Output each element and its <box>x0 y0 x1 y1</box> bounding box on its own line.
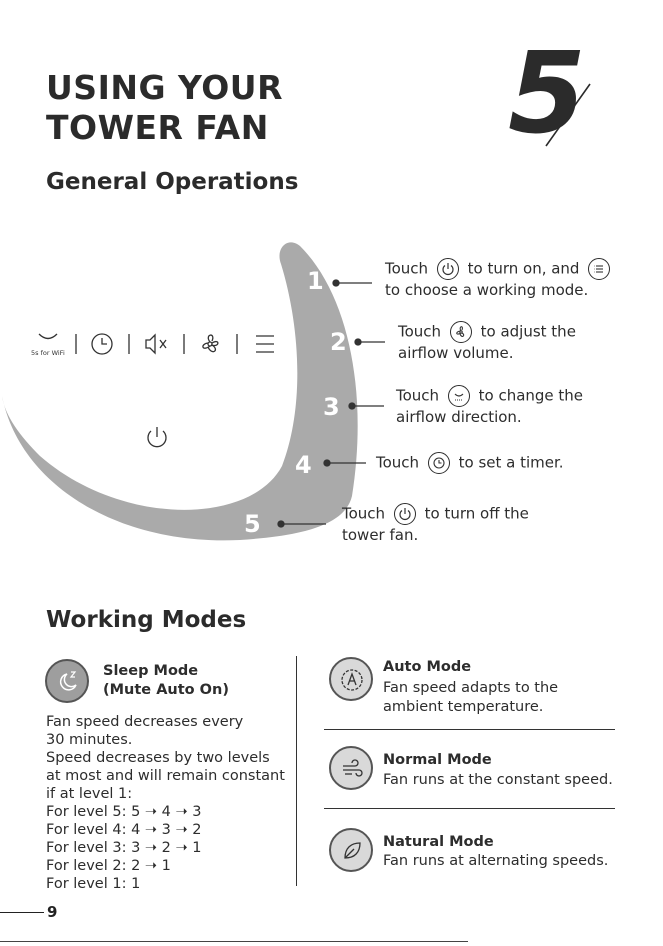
bottom-rule <box>0 941 468 942</box>
divider <box>324 729 615 730</box>
sleep-mode-icon <box>45 659 89 703</box>
arc-number-5: 5 <box>244 510 261 538</box>
arc-number-4: 4 <box>295 451 312 479</box>
auto-mode-icon <box>329 657 373 701</box>
auto-mode-description: Fan speed adapts to the ambient temperat… <box>383 680 559 715</box>
normal-mode-icon <box>329 746 373 790</box>
natural-mode-title: Natural Mode <box>383 834 494 850</box>
menu-icon <box>588 258 611 280</box>
arc-number-2: 2 <box>330 328 347 356</box>
natural-mode-icon <box>329 828 373 872</box>
natural-mode-description: Fan runs at alternating speeds. <box>383 853 609 869</box>
panel-wifi-group: 5s for WiFi <box>28 331 68 361</box>
power-icon <box>393 503 416 525</box>
chapter-slash <box>545 83 591 147</box>
leader-lines <box>277 279 385 528</box>
oscillate-icon <box>38 333 58 340</box>
step-1-callout: Touch to turn on, and to choose a workin… <box>385 258 614 300</box>
general-operations-heading: General Operations <box>46 169 299 195</box>
step-4-callout: Touch to set a timer. <box>376 452 564 474</box>
step-2-callout: Touch to adjust the airflow volume. <box>398 321 576 362</box>
wifi-label: 5s for WiFi <box>31 349 65 357</box>
title-line-2: TOWER FAN <box>46 108 269 147</box>
step-3-callout: Touch to change the airflow direction. <box>396 385 584 426</box>
fan-speed-icon <box>449 321 472 343</box>
column-divider <box>296 656 297 886</box>
step-5-callout: Touch to turn off the tower fan. <box>342 503 529 544</box>
arc-number-1: 1 <box>307 267 324 295</box>
footer-rule <box>0 912 44 913</box>
title-line-1: USING YOUR <box>46 68 284 107</box>
timer-icon <box>427 452 450 474</box>
working-modes-heading: Working Modes <box>46 607 247 633</box>
panel-icons-row <box>75 333 274 355</box>
chapter-number: 5 <box>508 29 586 159</box>
sleep-mode-title: Sleep Mode (Mute Auto On) <box>103 663 229 698</box>
normal-mode-title: Normal Mode <box>383 752 492 768</box>
page-number: 9 <box>47 903 58 921</box>
auto-mode-title: Auto Mode <box>383 659 472 675</box>
normal-mode-description: Fan runs at the constant speed. <box>383 772 613 788</box>
control-panel-illustration <box>2 242 358 541</box>
oscillate-icon <box>447 385 470 407</box>
sleep-mode-description: Fan speed decreases every 30 minutes. Sp… <box>46 714 285 892</box>
power-icon <box>436 258 459 280</box>
power-icon <box>147 427 167 448</box>
arc-number-3: 3 <box>323 393 340 421</box>
divider <box>324 808 615 809</box>
